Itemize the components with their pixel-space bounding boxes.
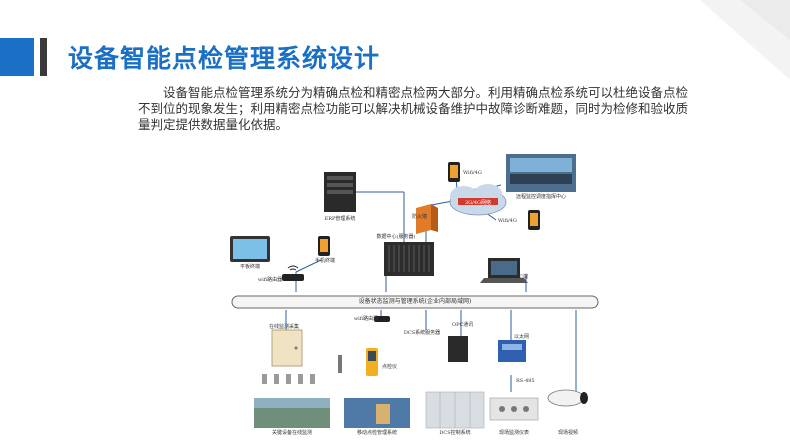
label-router-bottom: wifi路由器 xyxy=(353,316,379,322)
erp-server-icon xyxy=(324,172,356,212)
label-router-top: wifi路由器 xyxy=(257,277,283,283)
intro-paragraph: 设备智能点检管理系统分为精确点检和精密点检两大部分。利用精确点检系统可以杜绝设备… xyxy=(138,85,689,132)
system-architecture-diagram: ERP管理系统 3G/4G网络 远程监控调度指挥中心 Wifi/4G Wifi/… xyxy=(226,150,606,440)
label-opc: OPC通讯 xyxy=(452,322,474,328)
laptop-icon xyxy=(480,258,528,283)
label-erp: ERP管理系统 xyxy=(324,216,356,222)
label-pc: PC端 xyxy=(515,274,529,280)
tablet-icon xyxy=(230,236,270,262)
data-center-server-icon xyxy=(384,242,434,276)
label-bus: 设备状态监测与管理系统(企业内部局域网) xyxy=(358,298,472,305)
label-field-instrument: 现场监测仪表 xyxy=(498,430,530,436)
label-data-center: 数据中心(服务器) xyxy=(376,234,416,240)
label-inspector: 点检仪 xyxy=(382,364,398,370)
wifi-router-bottom-icon xyxy=(374,316,390,322)
firewall-icon xyxy=(416,204,438,234)
wifi-router-top-icon xyxy=(282,265,304,281)
corner-decoration xyxy=(660,0,790,120)
label-field-video: 现场视频 xyxy=(557,430,579,436)
label-online-collector: 在线监测采集 xyxy=(268,324,300,330)
handheld-inspector-icon xyxy=(366,348,378,376)
label-phone-left: 手机终端 xyxy=(314,258,336,264)
label-dcs-server: DCS系统服务器 xyxy=(403,330,441,336)
label-phone-right: Wifi/4G xyxy=(498,218,517,224)
label-dcs-ctrl: DCS控制系统 xyxy=(439,430,471,436)
mobile-inspection-photo xyxy=(344,398,410,428)
label-phone-top: Wifi/4G xyxy=(463,170,482,176)
internet-cloud-icon xyxy=(449,184,507,216)
label-tablet: 平板终端 xyxy=(239,264,261,270)
field-instrument-photo xyxy=(489,397,539,421)
monitor-center-image xyxy=(506,154,576,192)
page-title: 设备智能点检管理系统设计 xyxy=(68,44,381,73)
dcs-server-icon xyxy=(448,336,468,362)
phone-right-icon xyxy=(528,210,540,230)
probe-icon xyxy=(338,355,342,373)
phone-left-icon xyxy=(318,236,330,256)
label-mobile-mgmt: 移动点检管理系统 xyxy=(356,430,398,436)
label-ethernet: 以太网 xyxy=(514,334,530,340)
label-monitor-center: 远程监控调度指挥中心 xyxy=(515,194,567,200)
phone-top-icon xyxy=(448,162,460,182)
label-internet: 3G/4G网络 xyxy=(464,200,492,206)
label-rs485: RS-485 xyxy=(516,378,535,384)
camera-icon xyxy=(547,389,588,407)
dcs-cabinet-photo xyxy=(425,391,485,429)
label-firewall: 防火墙 xyxy=(412,214,428,220)
online-collector-cabinet-icon xyxy=(271,329,303,367)
vibration-sensor-icons xyxy=(262,374,315,384)
lan-bus xyxy=(231,295,599,309)
key-equipment-photo xyxy=(254,398,330,428)
ethernet-module-icon xyxy=(498,340,526,362)
title-accent-bar xyxy=(0,38,58,76)
label-key-monitor: 关键设备在线监测 xyxy=(271,430,313,436)
